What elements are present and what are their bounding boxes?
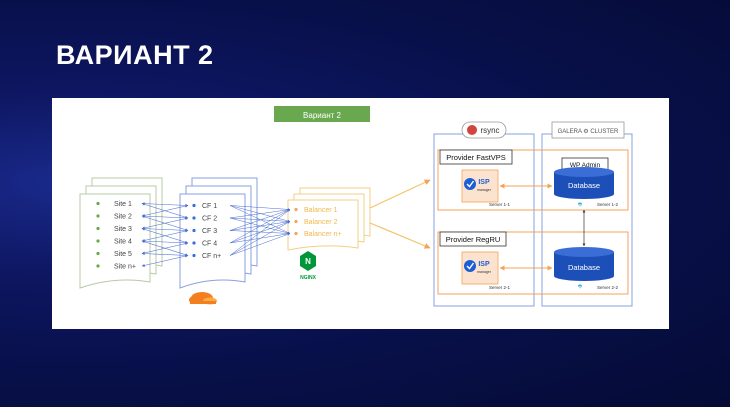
- provider-regru-frame: [437, 231, 629, 295]
- galera-logo: GALERA ⚙ CLUSTER: [551, 121, 625, 139]
- site-bullet: [96, 214, 100, 218]
- variant-label-box: [274, 106, 370, 122]
- site-bullet: [96, 251, 100, 256]
- cf-balancer-arrow: [229, 209, 291, 231]
- site-item-3: Site 3: [114, 226, 132, 233]
- site-cf-arrow: [141, 217, 189, 230]
- cf-item-4: CF 4: [202, 241, 217, 248]
- server-2-1-label: Server 2-1: [489, 285, 511, 290]
- cf-balancer-arrow: [229, 205, 291, 211]
- provider-fastvps-name: Provider FastVPS: [446, 153, 506, 162]
- site-cf-arrow: [141, 242, 189, 255]
- isp-text-1: ISP: [478, 179, 490, 186]
- nginx-logo-text: NGINX: [300, 275, 317, 281]
- provider-fastvps-label-box: [439, 149, 513, 165]
- database-icon-1: [554, 167, 614, 199]
- cf-item-5: CF n+: [202, 253, 221, 260]
- site-bullet: [96, 239, 100, 243]
- database-icon-2: [554, 247, 614, 281]
- site-bullet: [96, 201, 100, 206]
- cf-bullet: [192, 228, 196, 233]
- cf-list: CF 1 CF 2 CF 3 CF 4 CF n+: [192, 203, 221, 260]
- galera-logo-text: GALERA ⚙ CLUSTER: [558, 128, 619, 135]
- balancer-bullet: [294, 219, 298, 224]
- cf-bullet: [192, 203, 196, 208]
- provider-regru-label-box: [439, 231, 507, 247]
- site-cf-arrow: [141, 229, 189, 242]
- balancer-list: Balancer 1 Balancer 2 Balancer n+: [294, 207, 342, 238]
- provider-fastvps-group: Provider FastVPS ISP manager Server 1-1 …: [437, 149, 629, 211]
- wp-admin-label: WP Admin: [570, 162, 601, 169]
- balancer-item-3: Balancer n+: [304, 231, 342, 238]
- slide-title: ВАРИАНТ 2: [56, 40, 214, 70]
- variant-label: Вариант 2: [274, 106, 370, 122]
- isp-logo-icon: [464, 178, 476, 190]
- balancer-bullet: [294, 207, 298, 212]
- cloudflare-icon: [189, 292, 217, 305]
- cf-balancer-arrow: [229, 221, 291, 256]
- arrow-balancer-regru: [369, 222, 431, 249]
- isp-text-2: ISP: [478, 261, 490, 268]
- connection-arrows: [141, 202, 291, 267]
- mysql-icon-2: 🐬: [578, 284, 583, 289]
- site-item-5: Site 5: [114, 251, 132, 258]
- cf-item-3: CF 3: [202, 228, 217, 235]
- architecture-diagram: Вариант 2 Site 1 Site 2 Site 3 Site 4 Site 5…: [52, 98, 669, 329]
- site-item-2: Site 2: [114, 214, 132, 221]
- mysql-icon-1: 🐬: [578, 202, 583, 207]
- cf-item-2: CF 2: [202, 216, 217, 223]
- rsync-logo: rsync: [461, 121, 507, 139]
- balancer-stack: [287, 187, 371, 251]
- isp-sub-2: manager: [477, 270, 492, 274]
- server-1-1-label: Server 1-1: [489, 202, 511, 207]
- sites-stack: [79, 177, 163, 289]
- site-item-1: Site 1: [114, 201, 132, 208]
- site-bullet: [96, 264, 100, 268]
- database-label-1: Database: [568, 181, 600, 190]
- provider-regru-group: Provider RegRU ISP manager Server 2-1 Da…: [437, 231, 629, 295]
- cf-balancer-arrow: [229, 209, 291, 256]
- server-2-2-label: Server 2-2: [597, 285, 619, 290]
- server-2-1-box: [461, 251, 499, 285]
- balancer-item-1: Balancer 1: [304, 207, 338, 214]
- site-item-6: Site n+: [114, 264, 136, 271]
- cf-stack: [179, 177, 258, 289]
- site-bullet: [96, 226, 100, 231]
- provider-fastvps-frame: [437, 149, 629, 211]
- cf-bullet: [192, 216, 196, 220]
- site-cf-arrow: [141, 204, 189, 217]
- database-label-2: Database: [568, 263, 600, 272]
- nginx-icon: N NGINX: [300, 251, 317, 281]
- site-cf-arrow: [141, 254, 189, 267]
- isp-sub-1: manager: [477, 188, 492, 192]
- cf-bullet: [192, 241, 196, 245]
- svg-text:N: N: [305, 257, 311, 266]
- rsync-logo-text: rsync: [480, 126, 499, 135]
- cf-item-1: CF 1: [202, 203, 217, 210]
- balancer-item-2: Balancer 2: [304, 219, 338, 226]
- provider-regru-name: Provider RegRU: [446, 235, 501, 244]
- cf-bullet: [192, 253, 196, 258]
- variant-label-text: Вариант 2: [303, 111, 341, 120]
- site-item-4: Site 4: [114, 239, 132, 246]
- server-1-2-label: Server 1-2: [597, 202, 619, 207]
- cf-balancer-arrow: [229, 233, 291, 256]
- balancer-bullet: [294, 231, 298, 236]
- cf-balancer-arrow: [229, 208, 291, 219]
- site-list: Site 1 Site 2 Site 3 Site 4 Site 5 Site n+: [96, 201, 136, 271]
- diagram-canvas: Вариант 2 Site 1 Site 2 Site 3 Site 4 Site 5…: [79, 106, 633, 307]
- rsync-icon: [467, 125, 477, 135]
- isp-logo-icon-2: [464, 260, 476, 272]
- cf-balancer-arrow: [229, 209, 291, 244]
- arrow-balancer-fastvps: [369, 179, 431, 209]
